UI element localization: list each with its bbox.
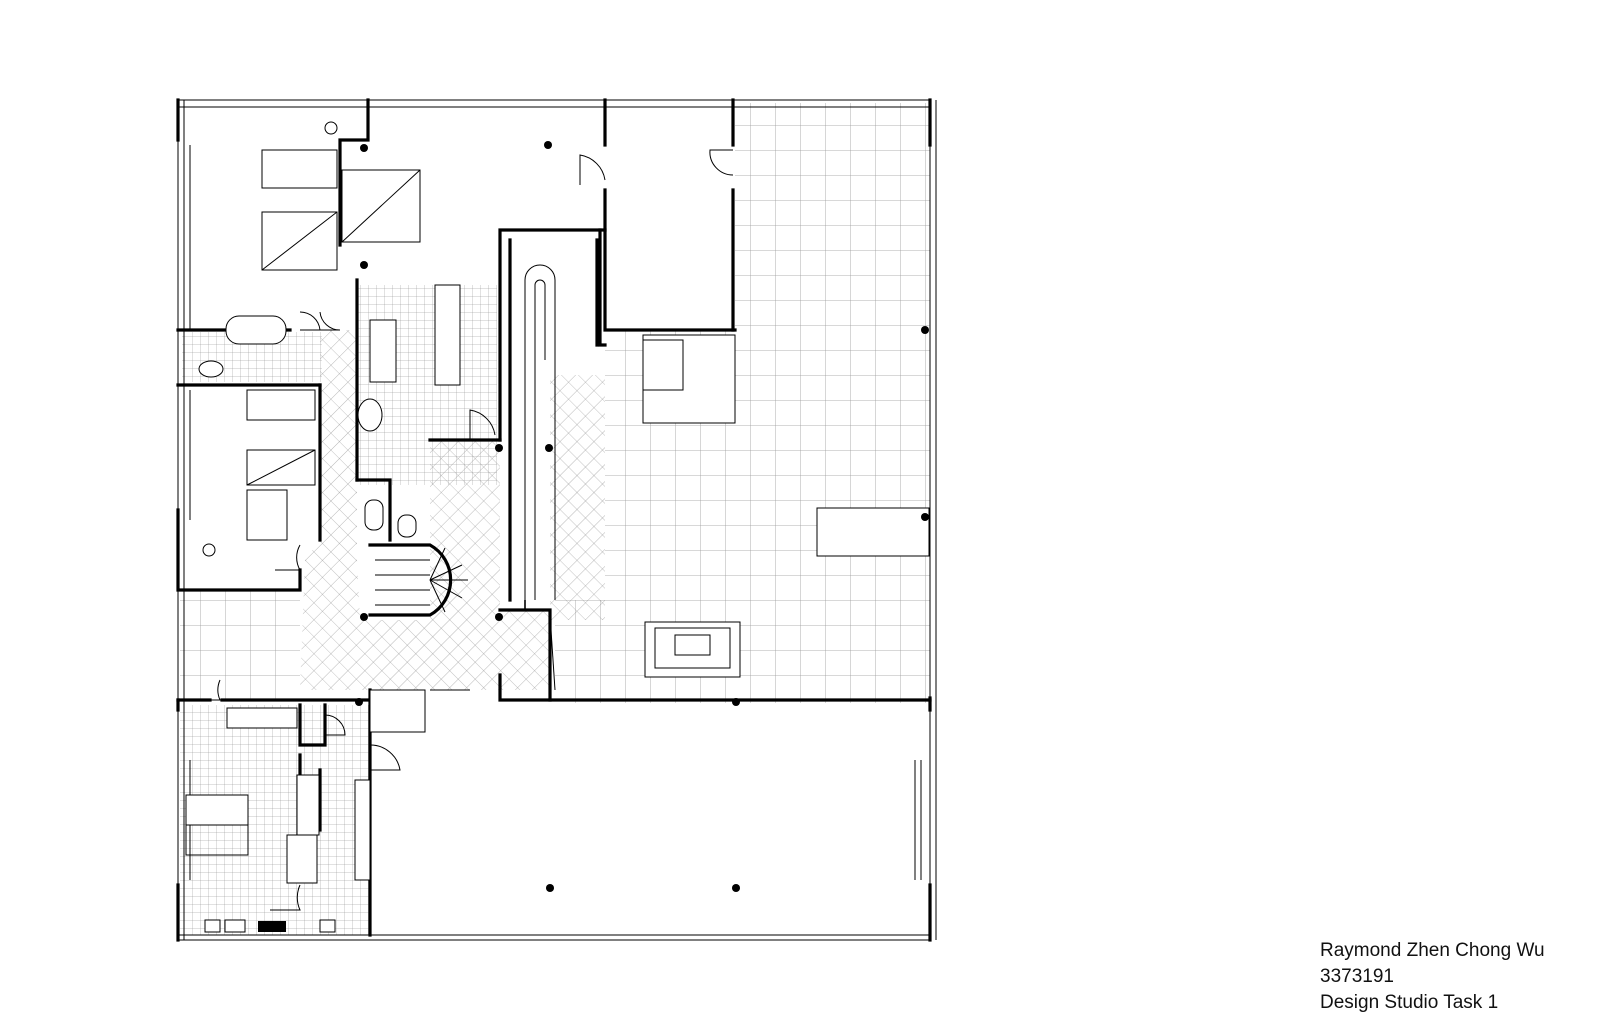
cabinet-b xyxy=(286,834,318,884)
course-title: Design Studio Task 1 xyxy=(1320,992,1499,1013)
closet-1 xyxy=(369,319,397,383)
terrace-bench xyxy=(816,507,930,557)
terrace-planter-2 xyxy=(644,621,741,678)
bath-cabinet xyxy=(246,489,288,541)
wc-bowl-1 xyxy=(364,499,384,531)
doors xyxy=(195,149,734,911)
light-1 xyxy=(324,121,338,135)
student-id: 3373191 xyxy=(1320,966,1394,987)
wc-bowl-2 xyxy=(397,514,417,538)
hall-diagonal-tiling xyxy=(300,330,550,690)
fixtures xyxy=(185,121,930,933)
ramp xyxy=(524,264,556,610)
counter xyxy=(354,779,371,881)
kitchen-table xyxy=(185,794,249,826)
author-name: Raymond Zhen Chong Wu xyxy=(1320,940,1545,961)
cabinet-c xyxy=(319,919,336,933)
basin-2 xyxy=(357,398,383,432)
bed-4 xyxy=(246,389,316,421)
stove xyxy=(258,921,286,932)
bathtub xyxy=(225,315,287,345)
columns xyxy=(355,141,929,892)
side-court-tiling xyxy=(180,590,300,700)
interior-walls xyxy=(176,98,932,937)
roof-terrace-tiling xyxy=(735,103,930,703)
entry-bench xyxy=(369,689,426,733)
ramp-diagonal-tiling xyxy=(550,375,605,620)
bed-1 xyxy=(261,149,338,189)
basin-1 xyxy=(198,360,224,378)
kitchen-counter-top xyxy=(226,707,298,729)
spiral-stair xyxy=(368,543,468,617)
sink-b xyxy=(224,919,246,933)
closet-2 xyxy=(434,284,461,386)
sink-a xyxy=(204,919,221,933)
light-2 xyxy=(202,543,216,557)
terrace-planter-1 xyxy=(642,334,736,424)
wc-tiling xyxy=(357,285,497,485)
cabinet-a xyxy=(296,774,320,836)
